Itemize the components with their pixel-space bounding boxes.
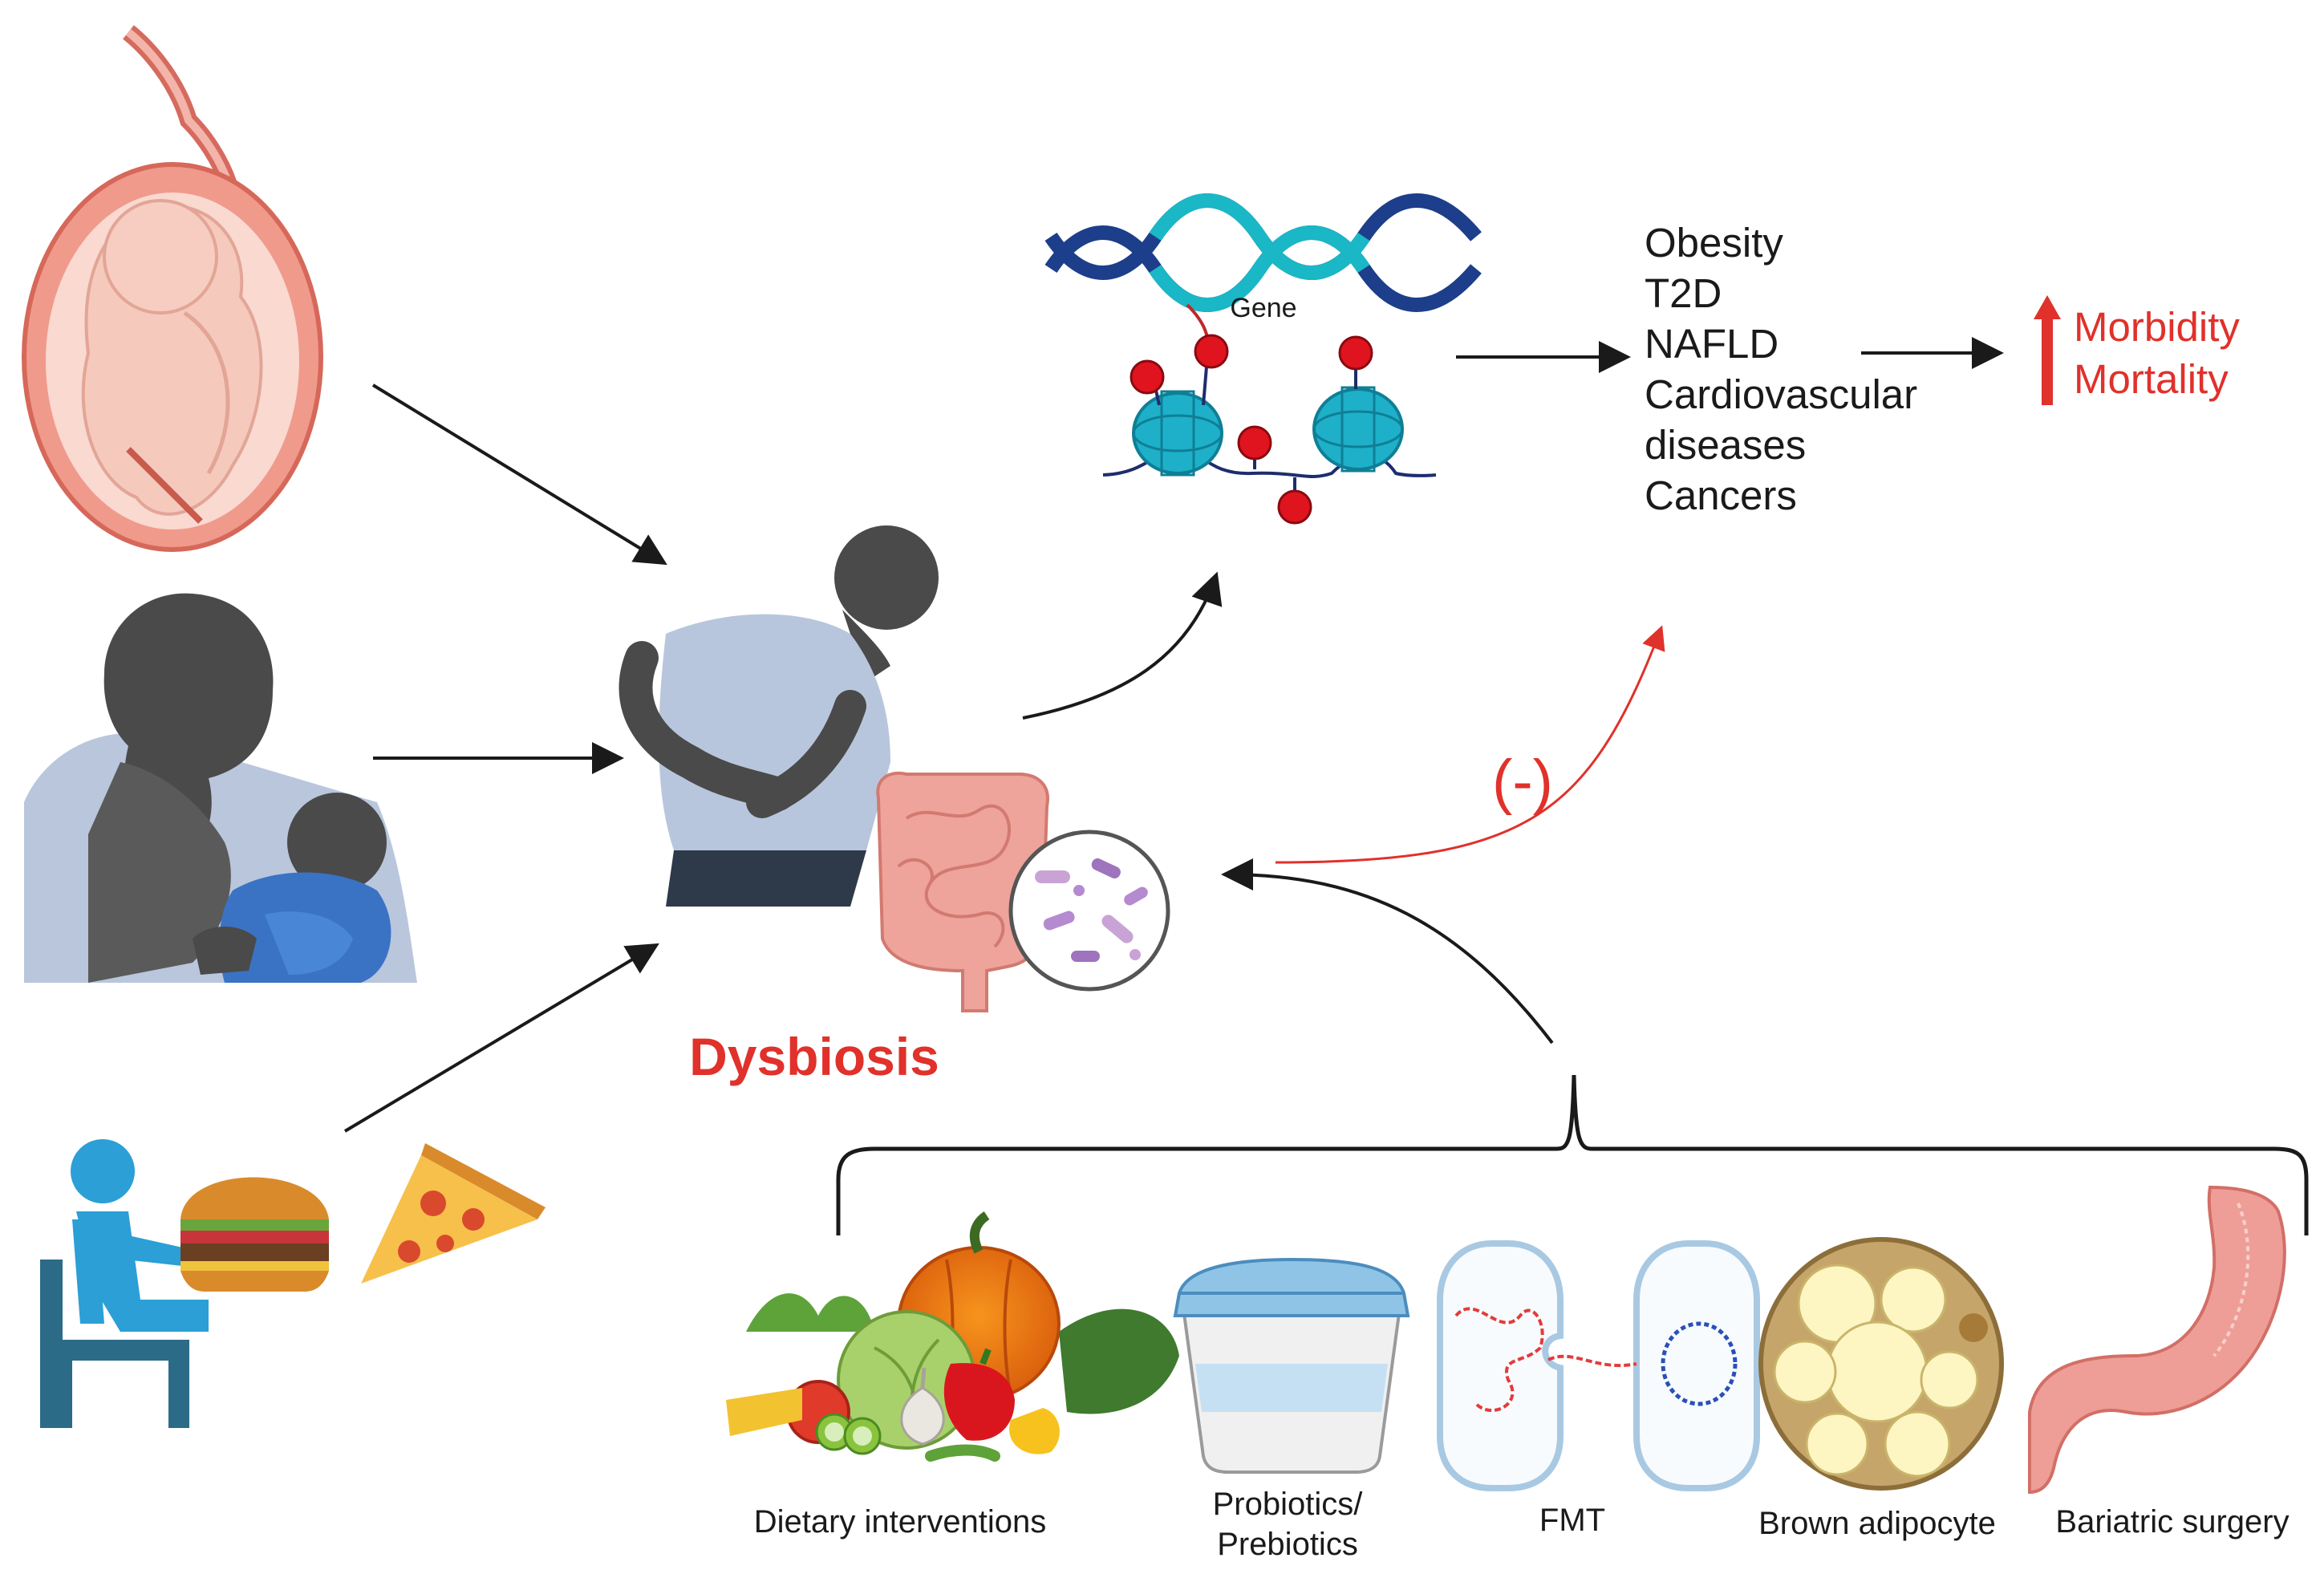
disease-item: Cancers <box>1645 473 1797 518</box>
pregnancy-icon <box>22 25 323 552</box>
dysbiosis-label: Dysbiosis <box>689 1027 939 1086</box>
negative-effect-arrow <box>1275 625 1665 864</box>
disease-item: Obesity <box>1645 220 1783 266</box>
nucleosome-methylation-icon <box>1102 303 1437 525</box>
yogurt-icon <box>1173 1257 1410 1474</box>
gene-label: Gene <box>1230 293 1296 323</box>
outcome-morbidity: Morbidity <box>2074 304 2240 350</box>
arrow-pregnancy-to-dysbiosis <box>371 383 667 566</box>
label-prebiotics: Prebiotics <box>1217 1527 1358 1562</box>
outcome-mortality: Mortality <box>2074 356 2229 402</box>
dna-icon <box>1044 193 1482 312</box>
vegetables-icon <box>726 1211 1179 1462</box>
fast-food-diet-icon <box>40 1139 546 1428</box>
label-probiotics: Probiotics/ <box>1213 1487 1364 1522</box>
label-bariatric-surgery: Bariatric surgery <box>2055 1504 2289 1540</box>
disease-item: NAFLD <box>1645 321 1778 367</box>
label-dietary-interventions: Dietary interventions <box>754 1504 1047 1540</box>
increase-arrow-icon <box>2034 295 2061 405</box>
arrow-diet-to-dysbiosis <box>343 943 659 1133</box>
arrow-interventions-to-microbiota <box>1221 858 1554 1045</box>
disease-item: diseases <box>1645 422 1806 468</box>
breastfeeding-icon <box>24 593 417 983</box>
fmt-bacteria-icon <box>1437 1240 1760 1491</box>
negative-effect-label: (-) <box>1492 748 1553 816</box>
disease-item: T2D <box>1645 270 1722 316</box>
abdominal-pain-person-icon <box>619 525 939 907</box>
arrow-dysbiosis-to-epigenetics <box>1022 571 1223 720</box>
microbiota-icon <box>1008 830 1170 992</box>
stomach-icon <box>2028 1185 2286 1495</box>
label-brown-adipocyte: Brown adipocyte <box>1758 1506 1996 1541</box>
label-fmt: FMT <box>1539 1503 1605 1538</box>
brown-adipocyte-icon <box>1758 1237 2004 1491</box>
disease-list: Obesity T2D NAFLD Cardiovascular disease… <box>1645 220 1917 518</box>
disease-item: Cardiovascular <box>1645 371 1917 417</box>
interventions-brace <box>836 1074 2309 1235</box>
